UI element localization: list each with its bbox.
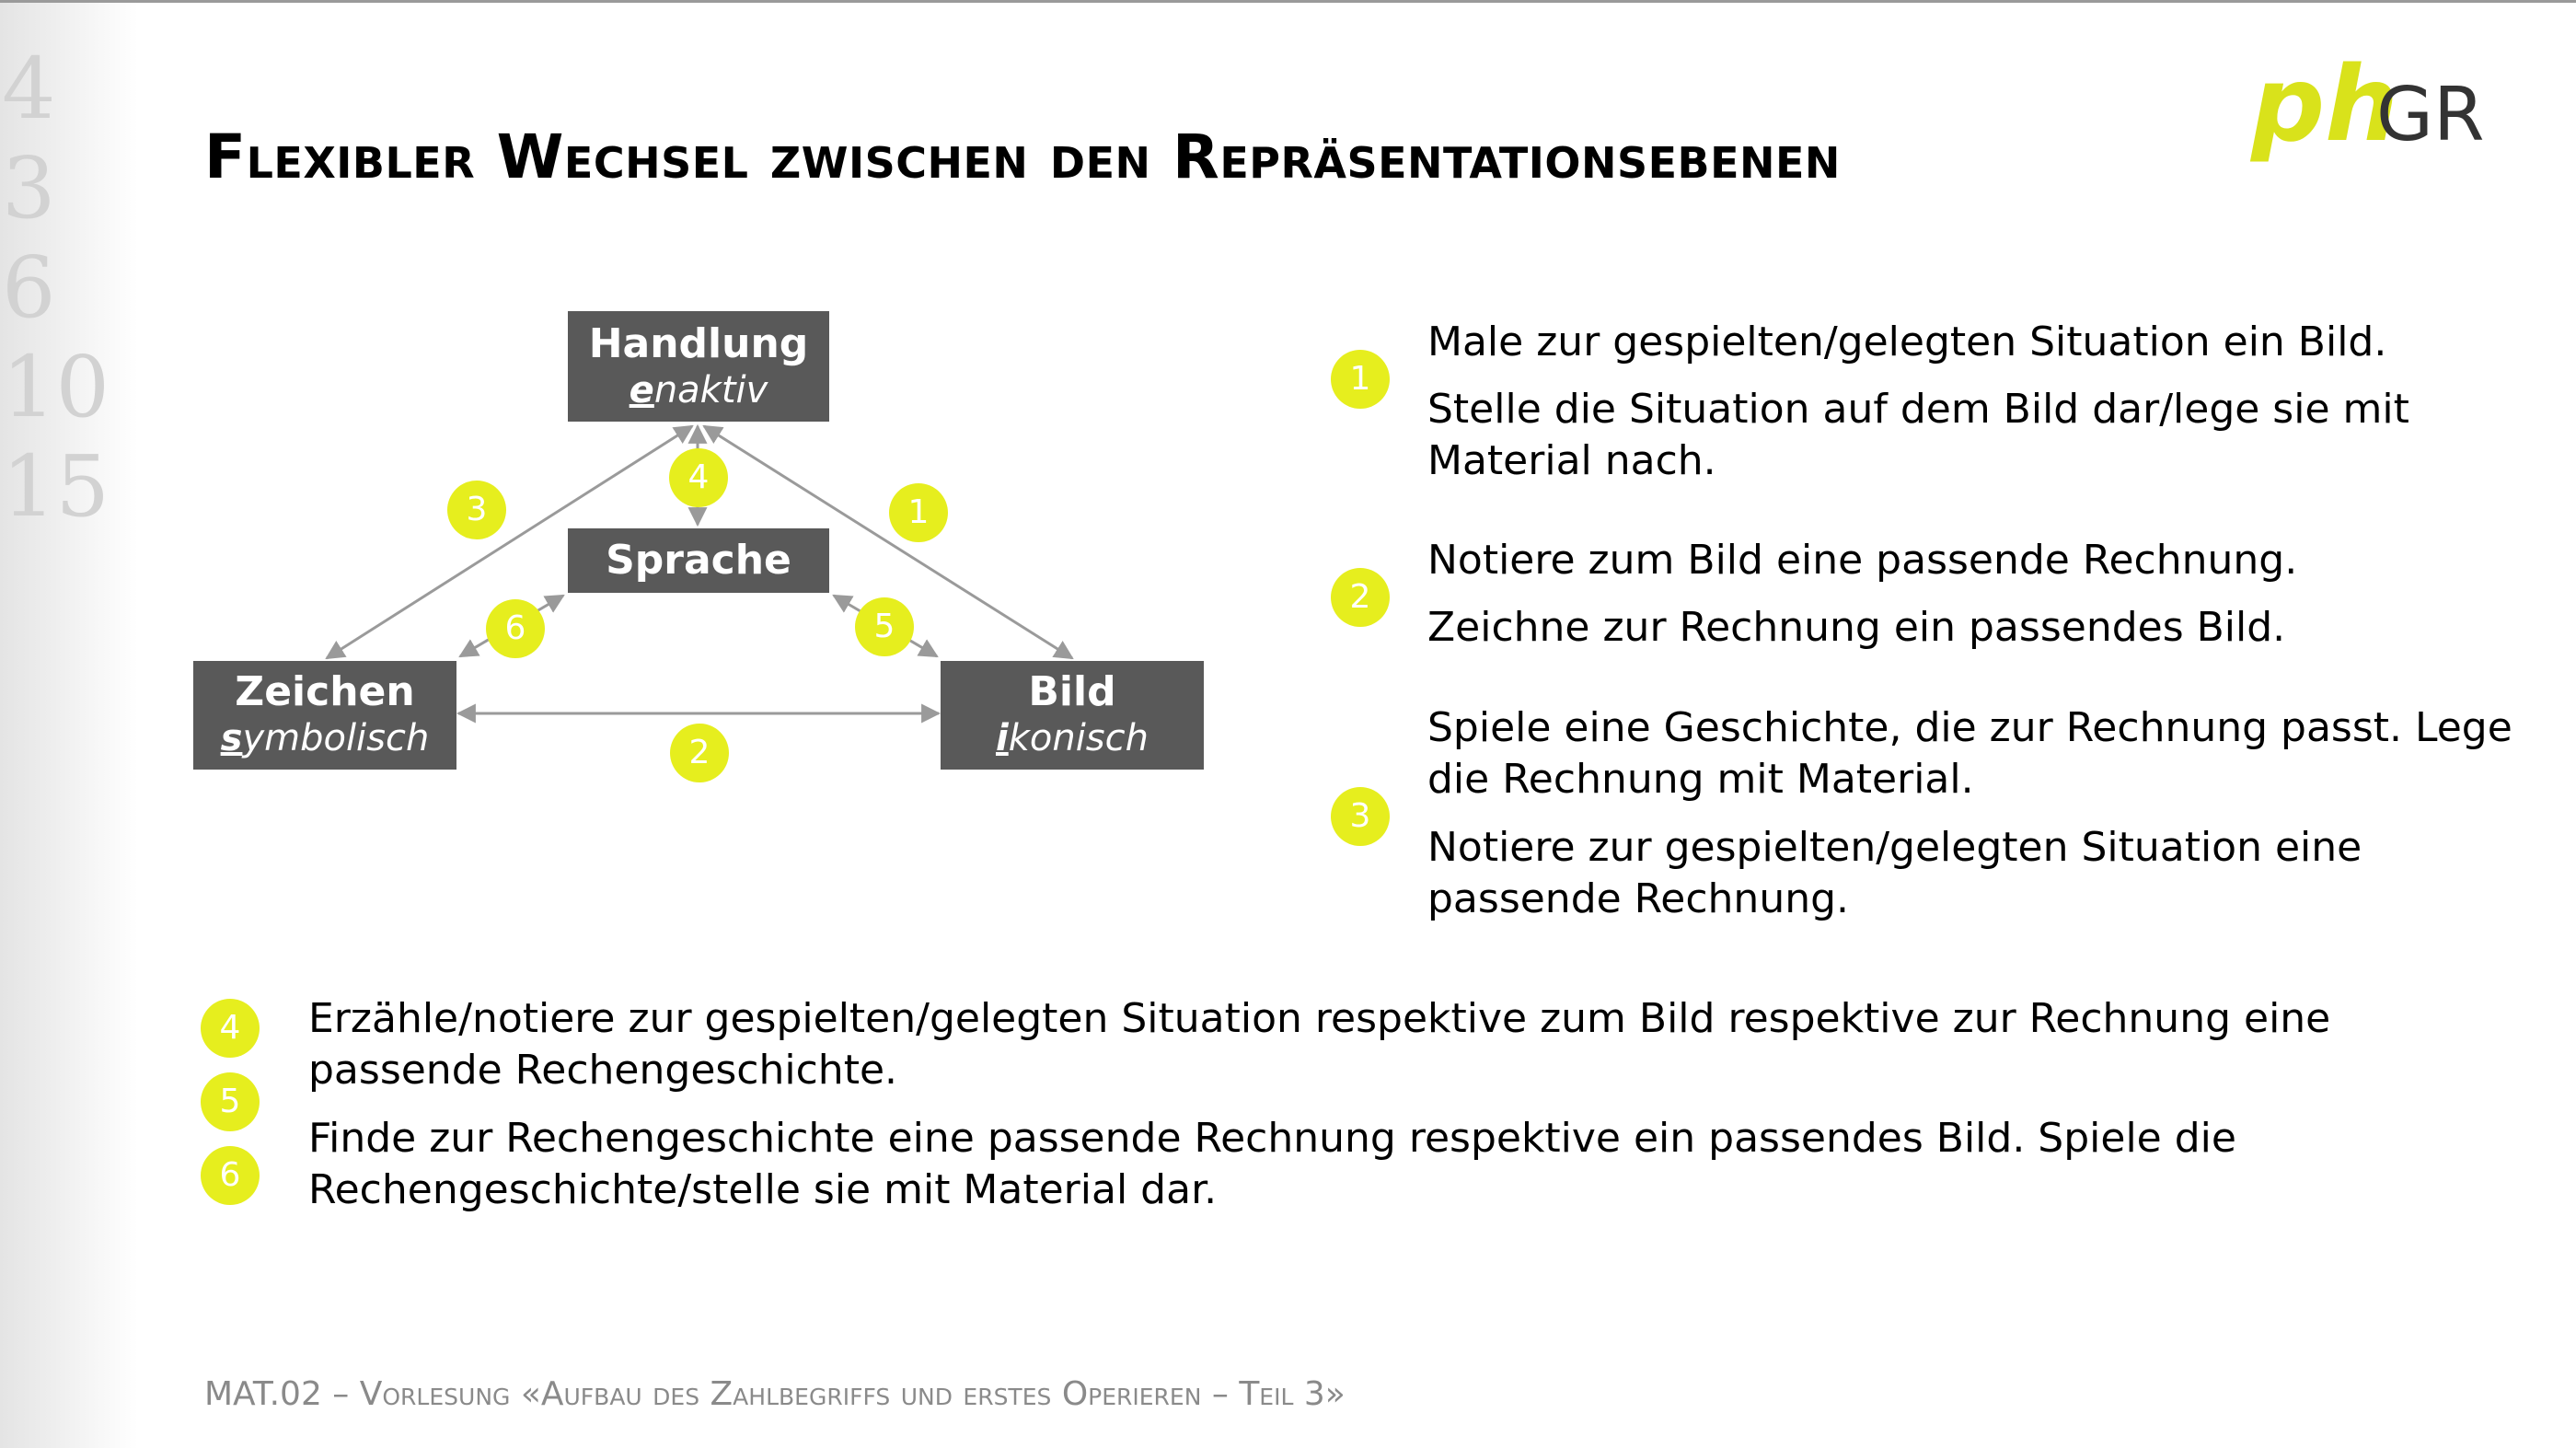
slide-footer: MAT.02 – Vorlesung «Aufbau des Zahlbegri… <box>204 1375 1346 1413</box>
box-zeichen: Zeichen symbolisch <box>193 661 456 770</box>
task-badge-3: 3 <box>1331 787 1390 846</box>
box-bild-label: Bild <box>1028 668 1116 715</box>
diagram-badge-6: 6 <box>486 599 545 658</box>
bottom-task-line-2: Finde zur Rechengeschichte eine passende… <box>308 1115 2236 1213</box>
arrow-handlung-zeichen <box>325 424 694 660</box>
task-badge-2: 2 <box>1331 568 1390 627</box>
task-2-line-1: Notiere zum Bild eine passende Rechnung. <box>1427 537 2298 584</box>
task-1-line-1: Male zur gespielten/gelegten Situation e… <box>1427 319 2387 365</box>
bottom-badge-6: 6 <box>201 1146 260 1205</box>
task-3-line-2: Notiere zur gespielten/gelegten Situatio… <box>1427 824 2362 922</box>
diagram-badge-3: 3 <box>447 481 506 539</box>
box-sprache-label: Sprache <box>606 537 791 584</box>
top-border <box>0 0 2576 3</box>
box-handlung-label: Handlung <box>588 320 809 367</box>
box-bild-sub: ikonisch <box>995 717 1149 759</box>
box-bild: Bild ikonisch <box>941 661 1204 770</box>
diagram-badge-4: 4 <box>669 448 728 507</box>
bottom-badge-4: 4 <box>201 999 260 1058</box>
box-sprache: Sprache <box>568 528 829 593</box>
background-numbers-image: 4 3 6 10 15 <box>2 40 110 536</box>
decorative-number-strip: 4 3 6 10 15 <box>0 3 138 1448</box>
slide-title: Flexibler Wechsel zwischen den Repräsent… <box>204 122 1841 192</box>
task-3-line-1: Spiele eine Geschichte, die zur Rechnung… <box>1427 704 2512 803</box>
box-handlung: Handlung enaktiv <box>568 311 829 422</box>
diagram-badge-5: 5 <box>855 597 914 656</box>
box-handlung-sub: enaktiv <box>629 369 768 411</box>
task-badge-1: 1 <box>1331 350 1390 409</box>
diagram-badge-1: 1 <box>889 483 948 542</box>
bottom-badge-5: 5 <box>201 1072 260 1131</box>
logo-ph-text: ph <box>2249 48 2398 165</box>
arrow-handlung-bild <box>702 424 1074 660</box>
box-zeichen-sub: symbolisch <box>220 717 430 759</box>
logo-gr-text: GR <box>2376 72 2485 157</box>
task-2-line-2: Zeichne zur Rechnung ein passendes Bild. <box>1427 604 2286 651</box>
bottom-task-line-1: Erzähle/notiere zur gespielten/gelegten … <box>308 995 2331 1094</box>
phgr-logo: ph GR <box>2249 48 2485 165</box>
diagram-badge-2: 2 <box>670 724 729 782</box>
box-zeichen-label: Zeichen <box>235 668 415 715</box>
task-1-line-2: Stelle die Situation auf dem Bild dar/le… <box>1427 386 2409 484</box>
